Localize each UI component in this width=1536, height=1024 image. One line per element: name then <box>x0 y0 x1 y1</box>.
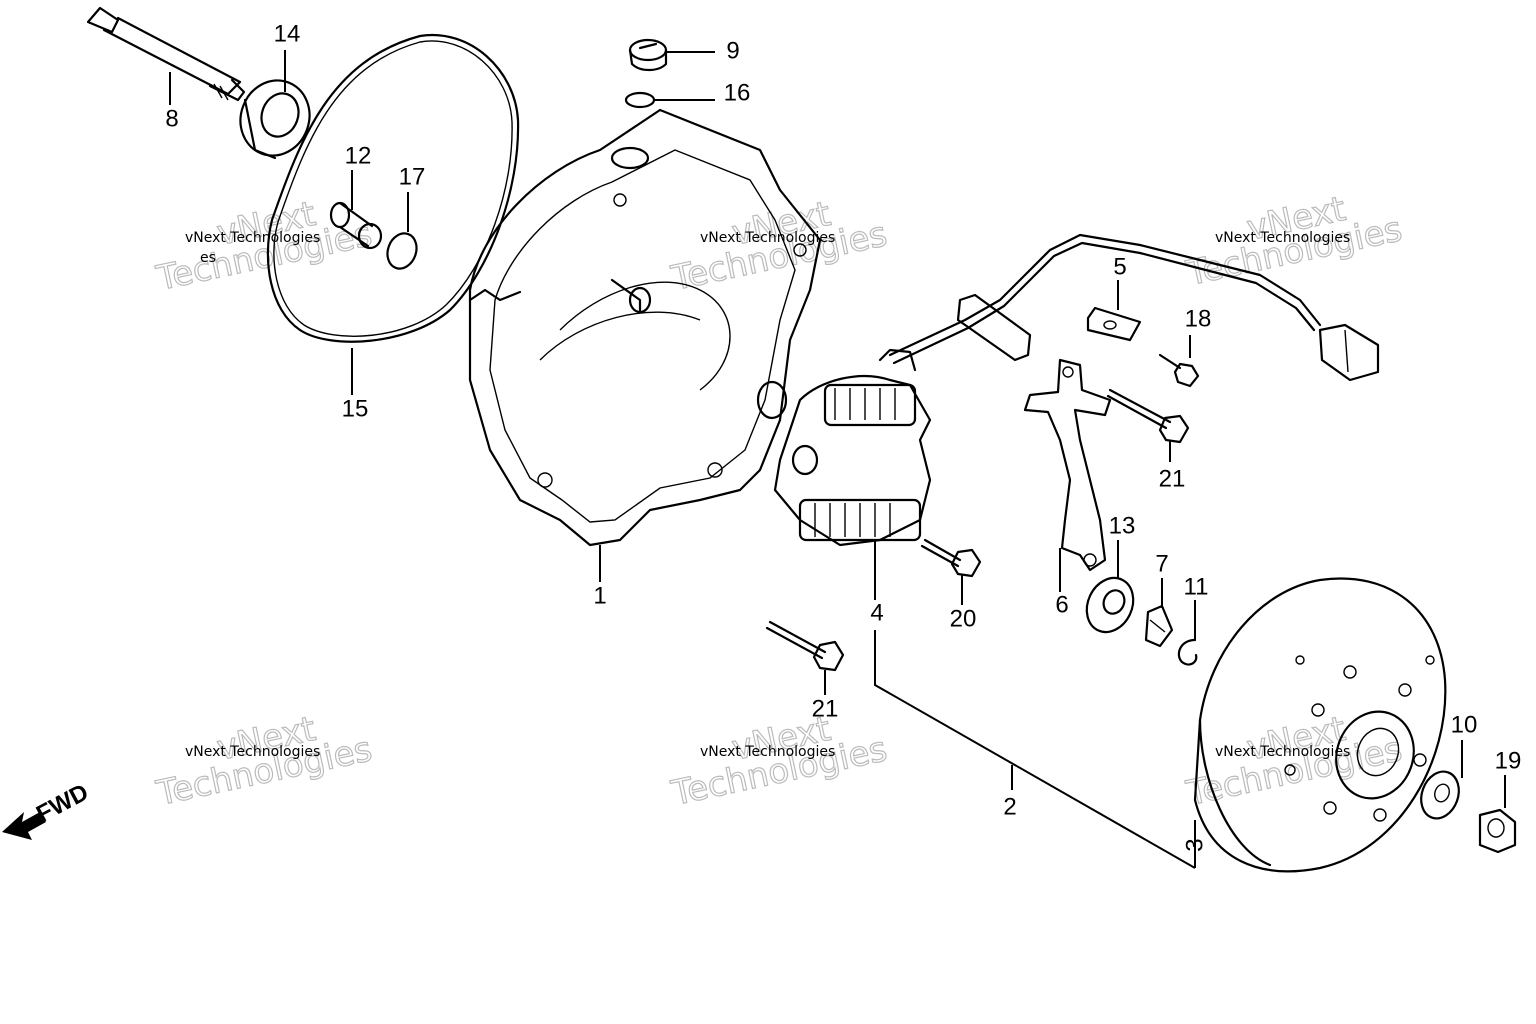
part-clip <box>1086 306 1142 342</box>
part-bolt-21-upper <box>1106 388 1190 444</box>
part-gasket <box>266 33 520 343</box>
label-part-11: 11 <box>1184 573 1209 600</box>
fwd-label: FWD <box>32 779 93 828</box>
label-part-7: 7 <box>1155 550 1168 577</box>
part-wiring-harness <box>888 233 1380 382</box>
label-part-21-lower: 21 <box>812 695 839 722</box>
label-part-14: 14 <box>274 20 301 47</box>
label-part-9: 9 <box>726 37 739 64</box>
part-plate <box>1023 358 1112 572</box>
label-part-16: 16 <box>724 79 751 106</box>
watermark-top-center: vNext Technologies vNext Technologies <box>667 193 891 299</box>
watermark-top-left: vNext Technologies vNext Technologies es <box>152 193 376 299</box>
label-part-10: 10 <box>1451 711 1478 738</box>
part-bolt-20 <box>920 538 982 578</box>
part-shaft <box>86 6 246 102</box>
part-key <box>1144 604 1174 648</box>
label-part-12: 12 <box>345 142 372 169</box>
label-part-15: 15 <box>342 395 369 422</box>
watermark-text: vNext Technologies <box>700 744 835 760</box>
label-part-5: 5 <box>1113 253 1126 280</box>
arrow-icon <box>2 812 46 840</box>
label-part-19: 19 <box>1495 747 1522 774</box>
part-labels: 8 14 12 17 15 9 16 1 4 2 3 5 18 21 6 13 … <box>165 20 1521 851</box>
label-part-17: 17 <box>399 163 426 190</box>
watermark-bottom-left: vNext Technologies vNext Technologies <box>152 708 376 814</box>
fwd-arrow: FWD <box>2 779 93 840</box>
label-part-8: 8 <box>165 105 178 132</box>
part-washer <box>1420 770 1460 820</box>
label-part-3: 3 <box>1181 838 1208 851</box>
part-collar <box>329 201 383 250</box>
label-part-13: 13 <box>1109 512 1136 539</box>
part-flywheel <box>1193 577 1447 873</box>
part-bolt-18 <box>1158 353 1200 388</box>
part-bolt-21-lower <box>765 620 845 672</box>
part-cover <box>468 108 822 547</box>
label-part-20: 20 <box>950 605 977 632</box>
label-part-6: 6 <box>1055 591 1068 618</box>
part-o-ring-17 <box>386 232 418 270</box>
part-plug <box>628 38 668 72</box>
watermark-bottom-center: vNext Technologies vNext Technologies <box>667 708 891 814</box>
label-part-21-upper: 21 <box>1159 465 1186 492</box>
label-part-18: 18 <box>1185 305 1212 332</box>
part-stator <box>773 348 932 547</box>
part-circlip <box>1177 638 1198 666</box>
watermark-top-right: vNext Technologies vNext Technologies <box>1182 188 1406 294</box>
watermark-text: vNext Technologies <box>700 230 835 246</box>
part-o-ring-16 <box>624 91 656 109</box>
watermarks: vNext Technologies vNext Technologies es… <box>152 188 1406 814</box>
watermark-text: vNext Technologies <box>185 230 320 246</box>
watermark-text: vNext Technologies <box>1215 230 1350 246</box>
part-nut <box>1478 808 1517 854</box>
part-oil-seal <box>239 79 311 160</box>
watermark-text-tail: es <box>200 250 216 266</box>
label-part-1: 1 <box>593 582 606 609</box>
label-part-2: 2 <box>1003 793 1016 820</box>
leader-lines <box>169 50 1506 869</box>
part-bearing <box>1085 576 1135 634</box>
watermark-text: vNext Technologies <box>185 744 320 760</box>
label-part-4: 4 <box>870 599 883 626</box>
watermark-text: vNext Technologies <box>1215 744 1350 760</box>
